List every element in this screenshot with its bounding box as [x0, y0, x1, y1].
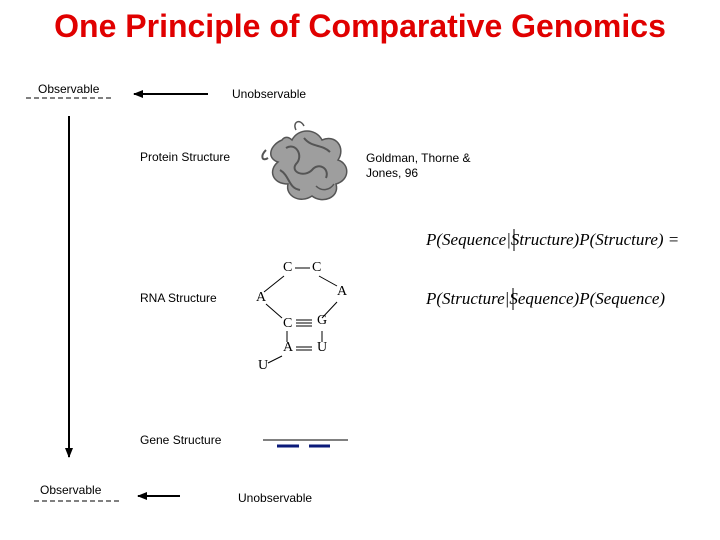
gene-structure-icon — [263, 439, 348, 448]
bottom-observable-label: Observable — [40, 483, 102, 497]
formula-line-2: P(Structure|Sequence)P(Sequence) — [426, 289, 666, 308]
top-unobservable-label: Unobservable — [232, 87, 307, 101]
rna-base-c-top-left: C — [283, 260, 293, 275]
page-title: One Principle of Comparative Genomics — [54, 8, 666, 44]
rna-base-u-stem: U — [317, 340, 328, 355]
rna-structure-diagram — [263, 267, 338, 364]
rna-base-a-right: A — [337, 284, 348, 299]
gene-structure-label: Gene Structure — [140, 433, 222, 447]
protein-structure-icon — [261, 120, 348, 201]
citation-line-1: Goldman, Thorne & — [366, 151, 471, 165]
rna-base-a-left: A — [256, 290, 267, 305]
protein-structure-label: Protein Structure — [140, 150, 231, 164]
top-observable-label: Observable — [38, 82, 100, 96]
citation-line-2: Jones, 96 — [366, 166, 419, 180]
rna-base-a-stem: A — [283, 340, 294, 355]
rna-structure-label: RNA Structure — [140, 291, 217, 305]
citation: Goldman, Thorne & Jones, 96 — [366, 151, 471, 181]
rna-base-u-bottom: U — [258, 358, 269, 373]
formula-line-1: P(Sequence|Structure)P(Structure) = — [426, 230, 680, 249]
bottom-unobservable-label: Unobservable — [238, 491, 313, 505]
rna-base-g-stem: G — [317, 313, 328, 328]
rna-base-c-stem: C — [283, 316, 293, 331]
rna-base-c-top-right: C — [312, 260, 322, 275]
